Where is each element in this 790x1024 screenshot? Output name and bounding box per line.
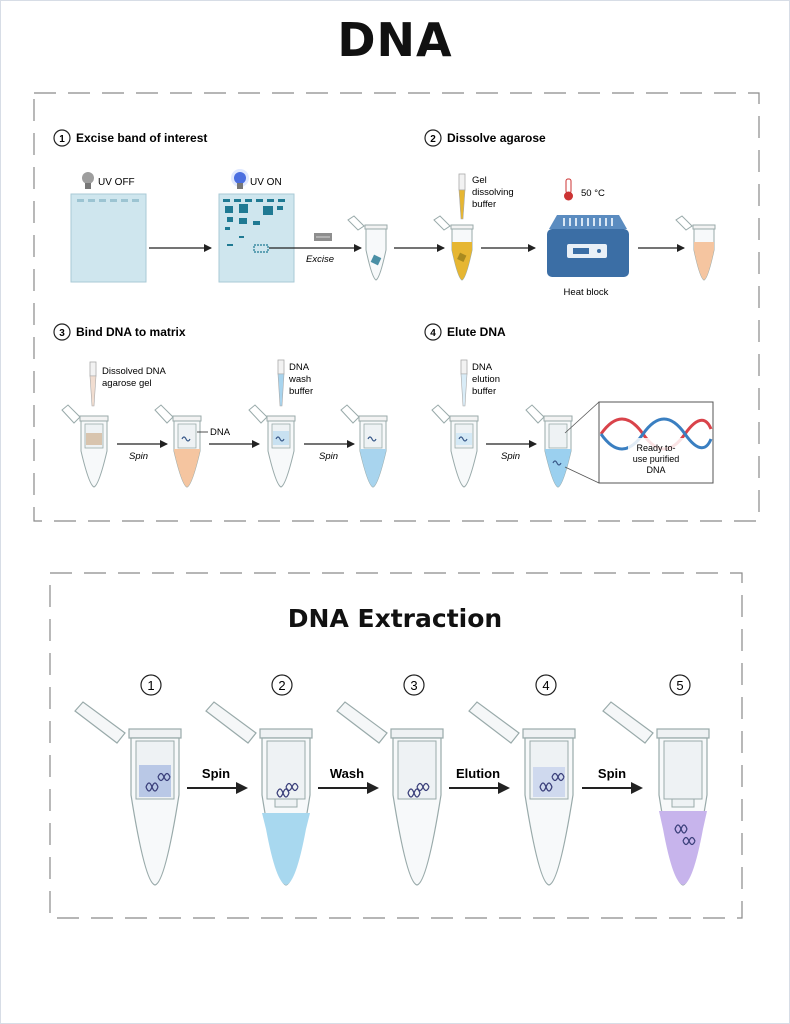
pipette [277, 359, 285, 407]
step-num: 2 [430, 134, 436, 145]
tube-number-3: 3 [403, 674, 425, 696]
gel-buffer-label-3: buffer [472, 199, 496, 210]
spin-label: Spin [129, 451, 148, 462]
arrow-label: Spin [202, 766, 230, 781]
big-tube-3 [336, 701, 444, 886]
dissolved-label-1: Dissolved DNA [102, 366, 167, 377]
tube-eluted-dna [525, 404, 573, 488]
spin-column-tube-wash [248, 404, 296, 488]
heat-block-icon [547, 215, 629, 277]
wash-label-3: buffer [289, 386, 313, 397]
step-label: Dissolve agarose [447, 131, 546, 145]
uv-on-label: UV ON [250, 177, 282, 188]
zoom-line [564, 401, 600, 434]
tube-peach [675, 215, 716, 281]
big-tube-2 [205, 701, 313, 886]
excise-label: Excise [306, 254, 334, 265]
svg-text:5: 5 [676, 678, 683, 693]
tube-yellow [433, 215, 474, 281]
step-3-header: 3 Bind DNA to matrix [53, 323, 186, 341]
wash-label-2: wash [288, 374, 311, 385]
arrow-label: Spin [598, 766, 626, 781]
dna-label: DNA [210, 427, 231, 438]
pipette [460, 359, 468, 407]
svg-text:1: 1 [147, 678, 154, 693]
dissolved-label-2: agarose gel [102, 378, 152, 389]
step-4-header: 4 Elute DNA [424, 323, 506, 341]
step-num: 4 [430, 328, 436, 339]
big-tube-1 [74, 701, 182, 886]
spin-label: Spin [319, 451, 338, 462]
spin-column-tube-blue [340, 404, 388, 488]
scalpel-icon [314, 233, 332, 241]
tube-number-5: 5 [669, 674, 691, 696]
elution-label-2: elution [472, 374, 500, 385]
svg-text:3: 3 [410, 678, 417, 693]
arrow-label: Elution [456, 766, 500, 781]
lightbulb-on-icon [231, 169, 249, 189]
ready-label-2: use purified [633, 454, 680, 464]
pipette [89, 361, 97, 407]
panel-1-border [33, 92, 760, 522]
thermometer-icon [564, 178, 573, 201]
step-label: Excise band of interest [76, 131, 207, 145]
spin-column-tube-empty [61, 404, 109, 488]
step-label: Elute DNA [447, 325, 506, 339]
gel-buffer-label-2: dissolving [472, 187, 514, 198]
spin-column-tube-peach [154, 404, 202, 488]
heat-block-label: Heat block [564, 287, 609, 298]
step-num: 3 [59, 328, 65, 339]
big-tube-4 [468, 701, 576, 886]
svg-text:4: 4 [542, 678, 549, 693]
tube-gel-slice [347, 215, 388, 281]
ready-label-3: DNA [646, 465, 665, 475]
gel-uv-off [70, 193, 147, 283]
tube-number-1: 1 [140, 674, 162, 696]
purified-dna-zoom: Ready to- use purified DNA [598, 401, 714, 484]
step-1-header: 1 Excise band of interest [53, 129, 207, 147]
temperature-label: 50 °C [581, 188, 605, 199]
page-title: DNA [337, 13, 453, 67]
elution-label-3: buffer [472, 386, 496, 397]
elution-label-1: DNA [472, 362, 493, 373]
zoom-line [564, 466, 600, 484]
spin-label: Spin [501, 451, 520, 462]
gel-uv-on [218, 193, 295, 283]
step-label: Bind DNA to matrix [76, 325, 186, 339]
lightbulb-off-icon [82, 172, 94, 189]
uv-off-label: UV OFF [98, 177, 135, 188]
tube-number-4: 4 [535, 674, 557, 696]
gel-buffer-label-1: Gel [472, 175, 487, 186]
ready-label-1: Ready to- [636, 443, 675, 453]
tube-number-2: 2 [271, 674, 293, 696]
svg-text:2: 2 [278, 678, 285, 693]
panel-2-border [49, 572, 743, 919]
arrow-label: Wash [330, 766, 364, 781]
dna-extraction-title: DNA Extraction [287, 604, 503, 633]
wash-label-1: DNA [289, 362, 310, 373]
step-2-header: 2 Dissolve agarose [424, 129, 546, 147]
big-tube-5 [602, 701, 710, 886]
spin-column-tube-elute [431, 404, 479, 488]
step-num: 1 [59, 134, 65, 145]
pipette [458, 173, 466, 220]
